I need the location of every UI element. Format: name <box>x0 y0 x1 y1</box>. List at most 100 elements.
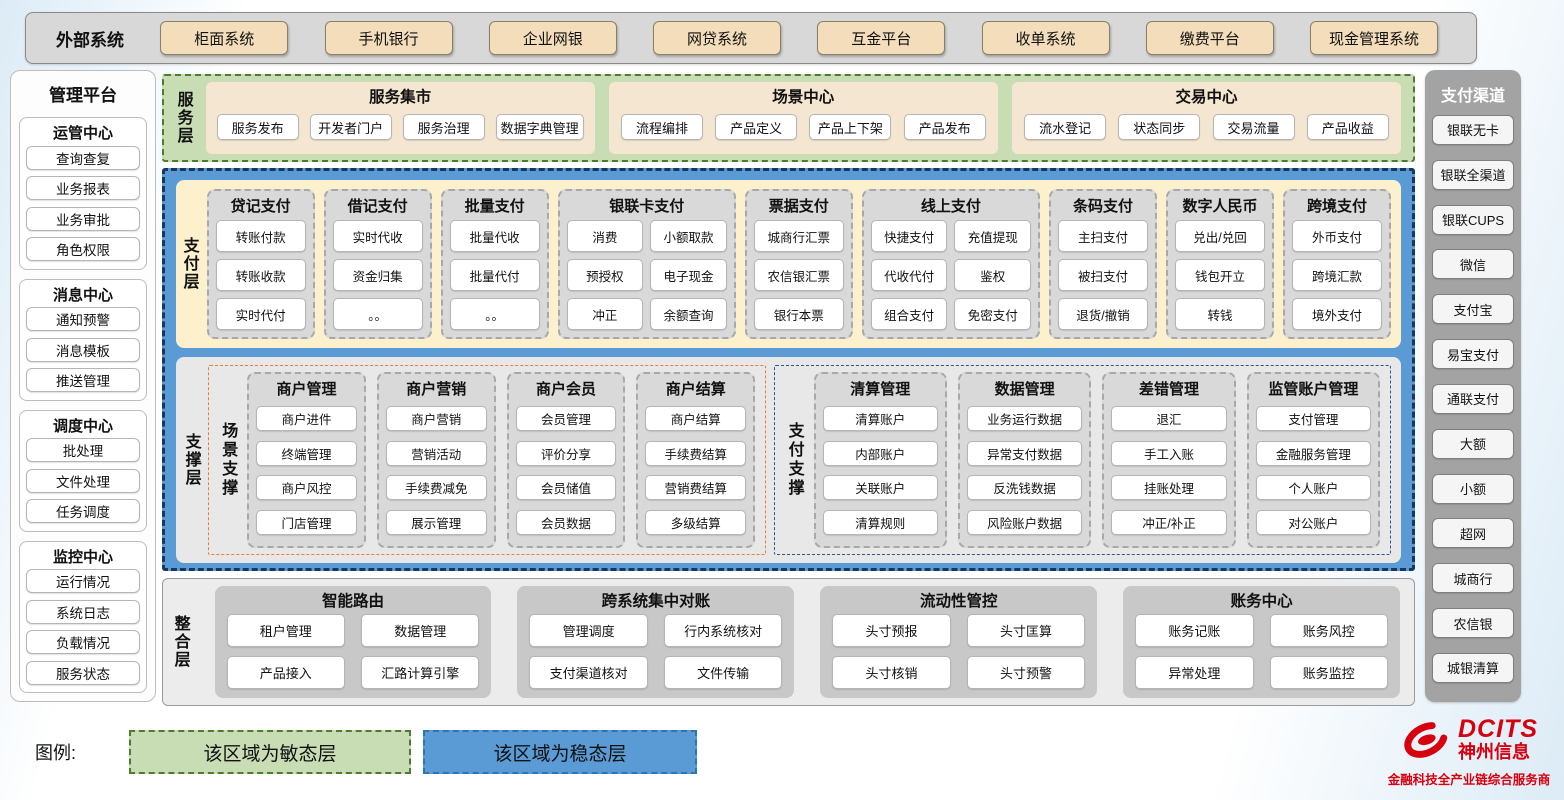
payment-item-button[interactable]: 消费 <box>567 220 644 252</box>
support-item-button[interactable]: 清算账户 <box>823 406 938 431</box>
external-system-button[interactable]: 手机银行 <box>325 21 453 55</box>
support-item-button[interactable]: 评价分享 <box>516 441 617 466</box>
service-item-button[interactable]: 交易流量 <box>1213 114 1295 140</box>
external-system-button[interactable]: 网贷系统 <box>653 21 781 55</box>
payment-channel-button[interactable]: 大额 <box>1432 429 1514 459</box>
integration-item-button[interactable]: 产品接入 <box>227 656 345 689</box>
external-system-button[interactable]: 互金平台 <box>817 21 945 55</box>
support-item-button[interactable]: 支付管理 <box>1256 406 1371 431</box>
payment-item-button[interactable]: 境外支付 <box>1292 298 1382 330</box>
payment-channel-button[interactable]: 微信 <box>1432 249 1514 279</box>
support-item-button[interactable]: 个人账户 <box>1256 475 1371 500</box>
payment-item-button[interactable]: 预授权 <box>567 259 644 291</box>
integration-item-button[interactable]: 异常处理 <box>1135 656 1253 689</box>
integration-item-button[interactable]: 行内系统核对 <box>664 614 782 647</box>
service-item-button[interactable]: 服务发布 <box>217 114 299 140</box>
service-item-button[interactable]: 流水登记 <box>1024 114 1106 140</box>
payment-item-button[interactable]: 城商行汇票 <box>754 220 844 252</box>
service-item-button[interactable]: 产品定义 <box>715 114 797 140</box>
payment-item-button[interactable]: 实时代收 <box>333 220 423 252</box>
support-item-button[interactable]: 挂账处理 <box>1111 475 1226 500</box>
support-item-button[interactable]: 手续费减免 <box>386 475 487 500</box>
management-item-button[interactable]: 业务审批 <box>26 207 140 231</box>
payment-channel-button[interactable]: 城商行 <box>1432 563 1514 593</box>
payment-item-button[interactable]: 批量代收 <box>450 220 540 252</box>
support-item-button[interactable]: 营销费结算 <box>645 475 746 500</box>
integration-item-button[interactable]: 头寸预警 <box>967 656 1085 689</box>
payment-channel-button[interactable]: 易宝支付 <box>1432 339 1514 369</box>
support-item-button[interactable]: 商户进件 <box>256 406 357 431</box>
support-item-button[interactable]: 会员数据 <box>516 510 617 535</box>
service-item-button[interactable]: 产品收益 <box>1307 114 1389 140</box>
payment-item-button[interactable]: 农信银汇票 <box>754 259 844 291</box>
integration-item-button[interactable]: 汇路计算引擎 <box>361 656 479 689</box>
external-system-button[interactable]: 缴费平台 <box>1146 21 1274 55</box>
payment-item-button[interactable]: 主扫支付 <box>1058 220 1148 252</box>
payment-item-button[interactable]: 组合支付 <box>871 298 948 330</box>
payment-item-button[interactable]: 余额查询 <box>650 298 727 330</box>
management-item-button[interactable]: 业务报表 <box>26 176 140 200</box>
payment-channel-button[interactable]: 银联全渠道 <box>1432 160 1514 190</box>
payment-item-button[interactable]: 被扫支付 <box>1058 259 1148 291</box>
management-item-button[interactable]: 系统日志 <box>26 600 140 624</box>
management-item-button[interactable]: 查询查复 <box>26 146 140 170</box>
payment-item-button[interactable]: 冲正 <box>567 298 644 330</box>
management-item-button[interactable]: 批处理 <box>26 438 140 462</box>
support-item-button[interactable]: 关联账户 <box>823 475 938 500</box>
external-system-button[interactable]: 企业网银 <box>489 21 617 55</box>
payment-item-button[interactable]: 跨境汇款 <box>1292 259 1382 291</box>
support-item-button[interactable]: 业务运行数据 <box>967 406 1082 431</box>
payment-item-button[interactable]: 快捷支付 <box>871 220 948 252</box>
support-item-button[interactable]: 异常支付数据 <box>967 441 1082 466</box>
service-item-button[interactable]: 状态同步 <box>1118 114 1200 140</box>
support-item-button[interactable]: 门店管理 <box>256 510 357 535</box>
payment-channel-button[interactable]: 支付宝 <box>1432 294 1514 324</box>
support-item-button[interactable]: 商户营销 <box>386 406 487 431</box>
payment-item-button[interactable]: 免密支付 <box>954 298 1031 330</box>
support-item-button[interactable]: 会员管理 <box>516 406 617 431</box>
support-item-button[interactable]: 冲正/补正 <box>1111 510 1226 535</box>
payment-item-button[interactable]: 转账收款 <box>216 259 306 291</box>
integration-item-button[interactable]: 文件传输 <box>664 656 782 689</box>
payment-channel-button[interactable]: 小额 <box>1432 474 1514 504</box>
support-item-button[interactable]: 多级结算 <box>645 510 746 535</box>
payment-item-button[interactable]: 实时代付 <box>216 298 306 330</box>
integration-item-button[interactable]: 数据管理 <box>361 614 479 647</box>
support-item-button[interactable]: 风险账户数据 <box>967 510 1082 535</box>
support-item-button[interactable]: 会员储值 <box>516 475 617 500</box>
support-item-button[interactable]: 清算规则 <box>823 510 938 535</box>
payment-item-button[interactable]: 钱包开立 <box>1175 259 1265 291</box>
management-item-button[interactable]: 消息模板 <box>26 338 140 362</box>
payment-channel-button[interactable]: 通联支付 <box>1432 384 1514 414</box>
support-item-button[interactable]: 手续费结算 <box>645 441 746 466</box>
support-item-button[interactable]: 退汇 <box>1111 406 1226 431</box>
payment-channel-button[interactable]: 超网 <box>1432 518 1514 548</box>
support-item-button[interactable]: 反洗钱数据 <box>967 475 1082 500</box>
integration-item-button[interactable]: 支付渠道核对 <box>529 656 647 689</box>
payment-item-button[interactable]: 鉴权 <box>954 259 1031 291</box>
integration-item-button[interactable]: 账务记账 <box>1135 614 1253 647</box>
management-item-button[interactable]: 服务状态 <box>26 661 140 685</box>
payment-channel-button[interactable]: 银联无卡 <box>1432 115 1514 145</box>
integration-item-button[interactable]: 头寸核销 <box>832 656 950 689</box>
support-item-button[interactable]: 营销活动 <box>386 441 487 466</box>
payment-item-button[interactable]: 电子现金 <box>650 259 727 291</box>
integration-item-button[interactable]: 租户管理 <box>227 614 345 647</box>
external-system-button[interactable]: 收单系统 <box>982 21 1110 55</box>
support-item-button[interactable]: 商户结算 <box>645 406 746 431</box>
payment-item-button[interactable]: 小额取款 <box>650 220 727 252</box>
support-item-button[interactable]: 手工入账 <box>1111 441 1226 466</box>
payment-item-button[interactable]: 代收代付 <box>871 259 948 291</box>
service-item-button[interactable]: 数据字典管理 <box>496 114 584 140</box>
support-item-button[interactable]: 终端管理 <box>256 441 357 466</box>
management-item-button[interactable]: 角色权限 <box>26 237 140 261</box>
payment-item-button[interactable]: 充值提现 <box>954 220 1031 252</box>
external-system-button[interactable]: 现金管理系统 <box>1310 21 1438 55</box>
payment-item-button[interactable]: 。。 <box>450 298 540 330</box>
management-item-button[interactable]: 运行情况 <box>26 569 140 593</box>
payment-channel-button[interactable]: 农信银 <box>1432 608 1514 638</box>
support-item-button[interactable]: 展示管理 <box>386 510 487 535</box>
payment-item-button[interactable]: 资金归集 <box>333 259 423 291</box>
integration-item-button[interactable]: 头寸预报 <box>832 614 950 647</box>
service-item-button[interactable]: 开发者门户 <box>310 114 392 140</box>
